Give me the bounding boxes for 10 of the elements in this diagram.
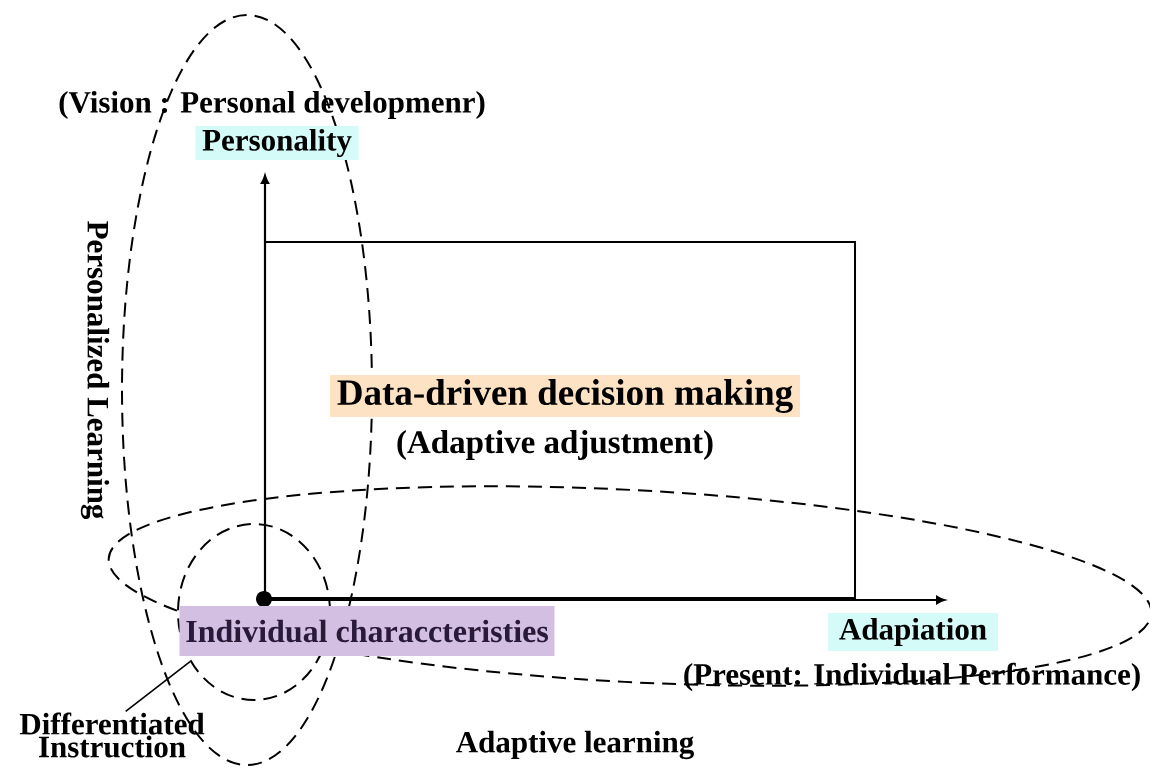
caption-text: (Present: Individual Performance) <box>684 662 1140 692</box>
caption-text: (Adaptive adjustment) <box>397 430 713 460</box>
ellipse-label: Adaptive learning <box>456 730 694 760</box>
highlighted-label: Data-driven decision making <box>330 375 800 417</box>
ellipse-label: Personalized Learning <box>80 221 110 520</box>
highlighted-label: Personality <box>195 126 359 160</box>
text-label: Differentiated Instruction <box>19 712 205 758</box>
caption-text: (Vision : Personal developmenr) <box>59 90 485 120</box>
frame-box <box>264 241 856 599</box>
leader-line <box>124 660 191 713</box>
